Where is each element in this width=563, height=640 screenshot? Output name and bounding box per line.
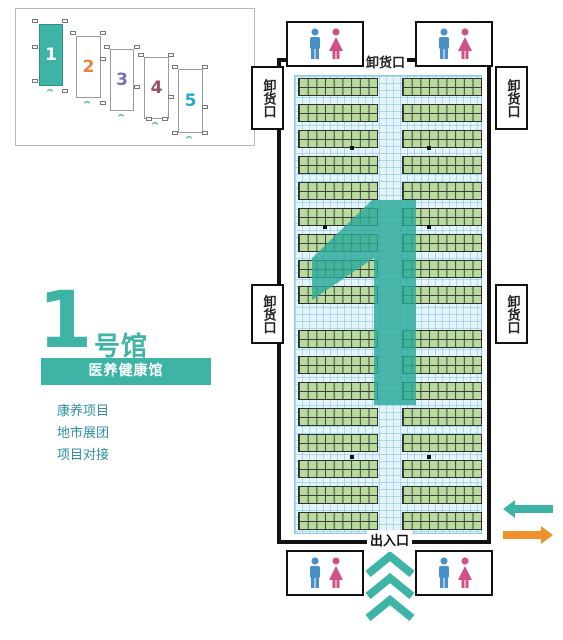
booth-row[interactable]	[298, 408, 378, 426]
booth-row[interactable]	[402, 408, 482, 426]
mini-facility	[162, 117, 168, 121]
booth-row[interactable]	[402, 234, 482, 252]
booth-row[interactable]	[298, 156, 378, 174]
mini-hall-1[interactable]: 1	[39, 24, 63, 86]
booth-row[interactable]	[402, 460, 482, 478]
arrow-left-icon	[503, 500, 553, 518]
booth-row[interactable]	[402, 434, 482, 452]
mini-facility	[146, 117, 152, 121]
mini-entrance-icon: ︽	[118, 111, 125, 118]
booth-row[interactable]	[298, 356, 378, 374]
booth-row[interactable]	[298, 460, 378, 478]
booth-row[interactable]	[402, 260, 482, 278]
booth-row[interactable]	[402, 104, 482, 122]
booth-row[interactable]	[298, 330, 378, 348]
booth-row[interactable]	[298, 434, 378, 452]
unloading-dock: 卸货口	[251, 66, 284, 130]
male-restroom-icon	[438, 28, 449, 59]
hall-theme-banner: 医养健康馆	[41, 358, 211, 385]
entrance-exit-label: 出入口	[367, 530, 413, 549]
feature-item: 康养项目	[57, 404, 110, 419]
feature-item: 地市展团	[57, 426, 110, 441]
mini-facility	[100, 101, 106, 105]
mini-entrance-icon: ︽	[152, 119, 159, 126]
mini-facility	[134, 45, 140, 49]
booth-row[interactable]	[402, 130, 482, 148]
hall-number: 1	[38, 276, 93, 366]
female-restroom-icon	[328, 28, 343, 59]
hall-suffix: 号馆	[94, 332, 149, 362]
mini-hall-5[interactable]: 5	[178, 69, 203, 133]
mini-facility	[202, 131, 208, 135]
booth-row[interactable]	[298, 486, 378, 504]
mini-facility	[104, 45, 110, 49]
mini-facility	[32, 79, 38, 83]
booth-row[interactable]	[298, 130, 378, 148]
booth-row[interactable]	[402, 78, 482, 96]
booth-row[interactable]	[298, 382, 378, 400]
unloading-dock: 卸货口	[495, 66, 528, 130]
restroom	[415, 21, 493, 67]
booth-row[interactable]	[402, 330, 482, 348]
entrance-chevron-icon	[365, 552, 415, 622]
booth-row[interactable]	[402, 356, 482, 374]
mini-facility	[62, 19, 68, 23]
mini-facility	[202, 105, 208, 109]
booth-row[interactable]	[298, 512, 378, 530]
mini-facility	[32, 45, 38, 49]
female-restroom-icon	[457, 28, 472, 59]
booth-row[interactable]	[402, 382, 482, 400]
booth-row[interactable]	[402, 286, 482, 304]
pillar	[427, 225, 431, 229]
mini-facility	[168, 95, 174, 99]
female-restroom-icon	[457, 557, 472, 588]
mini-facility	[62, 89, 68, 93]
mini-facility	[100, 57, 106, 61]
pillar	[350, 455, 354, 459]
unloading-label-top: 卸货口	[364, 52, 408, 71]
mini-hall-2[interactable]: 2	[76, 36, 101, 98]
mini-entrance-icon: ︽	[186, 133, 193, 140]
restroom	[286, 21, 364, 67]
male-restroom-icon	[438, 557, 449, 588]
mini-facility	[172, 131, 178, 135]
booth-row[interactable]	[298, 104, 378, 122]
mini-hall-4[interactable]: 4	[144, 57, 169, 119]
booth-row[interactable]	[402, 512, 482, 530]
pillar	[427, 455, 431, 459]
restroom	[415, 550, 493, 596]
mini-facility	[168, 53, 174, 57]
unloading-dock: 卸货口	[251, 284, 284, 344]
mini-facility	[32, 19, 38, 23]
mini-hall-3[interactable]: 3	[110, 49, 134, 111]
mini-facility	[70, 31, 76, 35]
male-restroom-icon	[309, 28, 320, 59]
overview-map: 1 2 3 4 5 ︽ ︽ ︽ ︽ ︽	[15, 8, 255, 146]
booth-row[interactable]	[402, 486, 482, 504]
booth-row[interactable]	[402, 208, 482, 226]
pillar	[427, 146, 431, 150]
hall-number-watermark	[312, 200, 416, 405]
unloading-dock: 卸货口	[495, 284, 528, 344]
male-restroom-icon	[309, 557, 320, 588]
arrow-right-icon	[503, 526, 553, 544]
mini-facility	[138, 53, 144, 57]
booth-row[interactable]	[402, 182, 482, 200]
mini-facility	[134, 85, 140, 89]
mini-facility	[172, 65, 178, 69]
mini-entrance-icon: ︽	[84, 98, 91, 105]
mini-facility	[100, 31, 106, 35]
booth-row[interactable]	[402, 156, 482, 174]
female-restroom-icon	[328, 557, 343, 588]
feature-item: 项目对接	[57, 448, 110, 463]
mini-entrance-icon: ︽	[47, 86, 54, 93]
pillar	[323, 225, 327, 229]
mini-facility	[202, 65, 208, 69]
booth-row[interactable]	[298, 182, 378, 200]
pillar	[350, 146, 354, 150]
booth-row[interactable]	[298, 78, 378, 96]
restroom	[286, 550, 364, 596]
